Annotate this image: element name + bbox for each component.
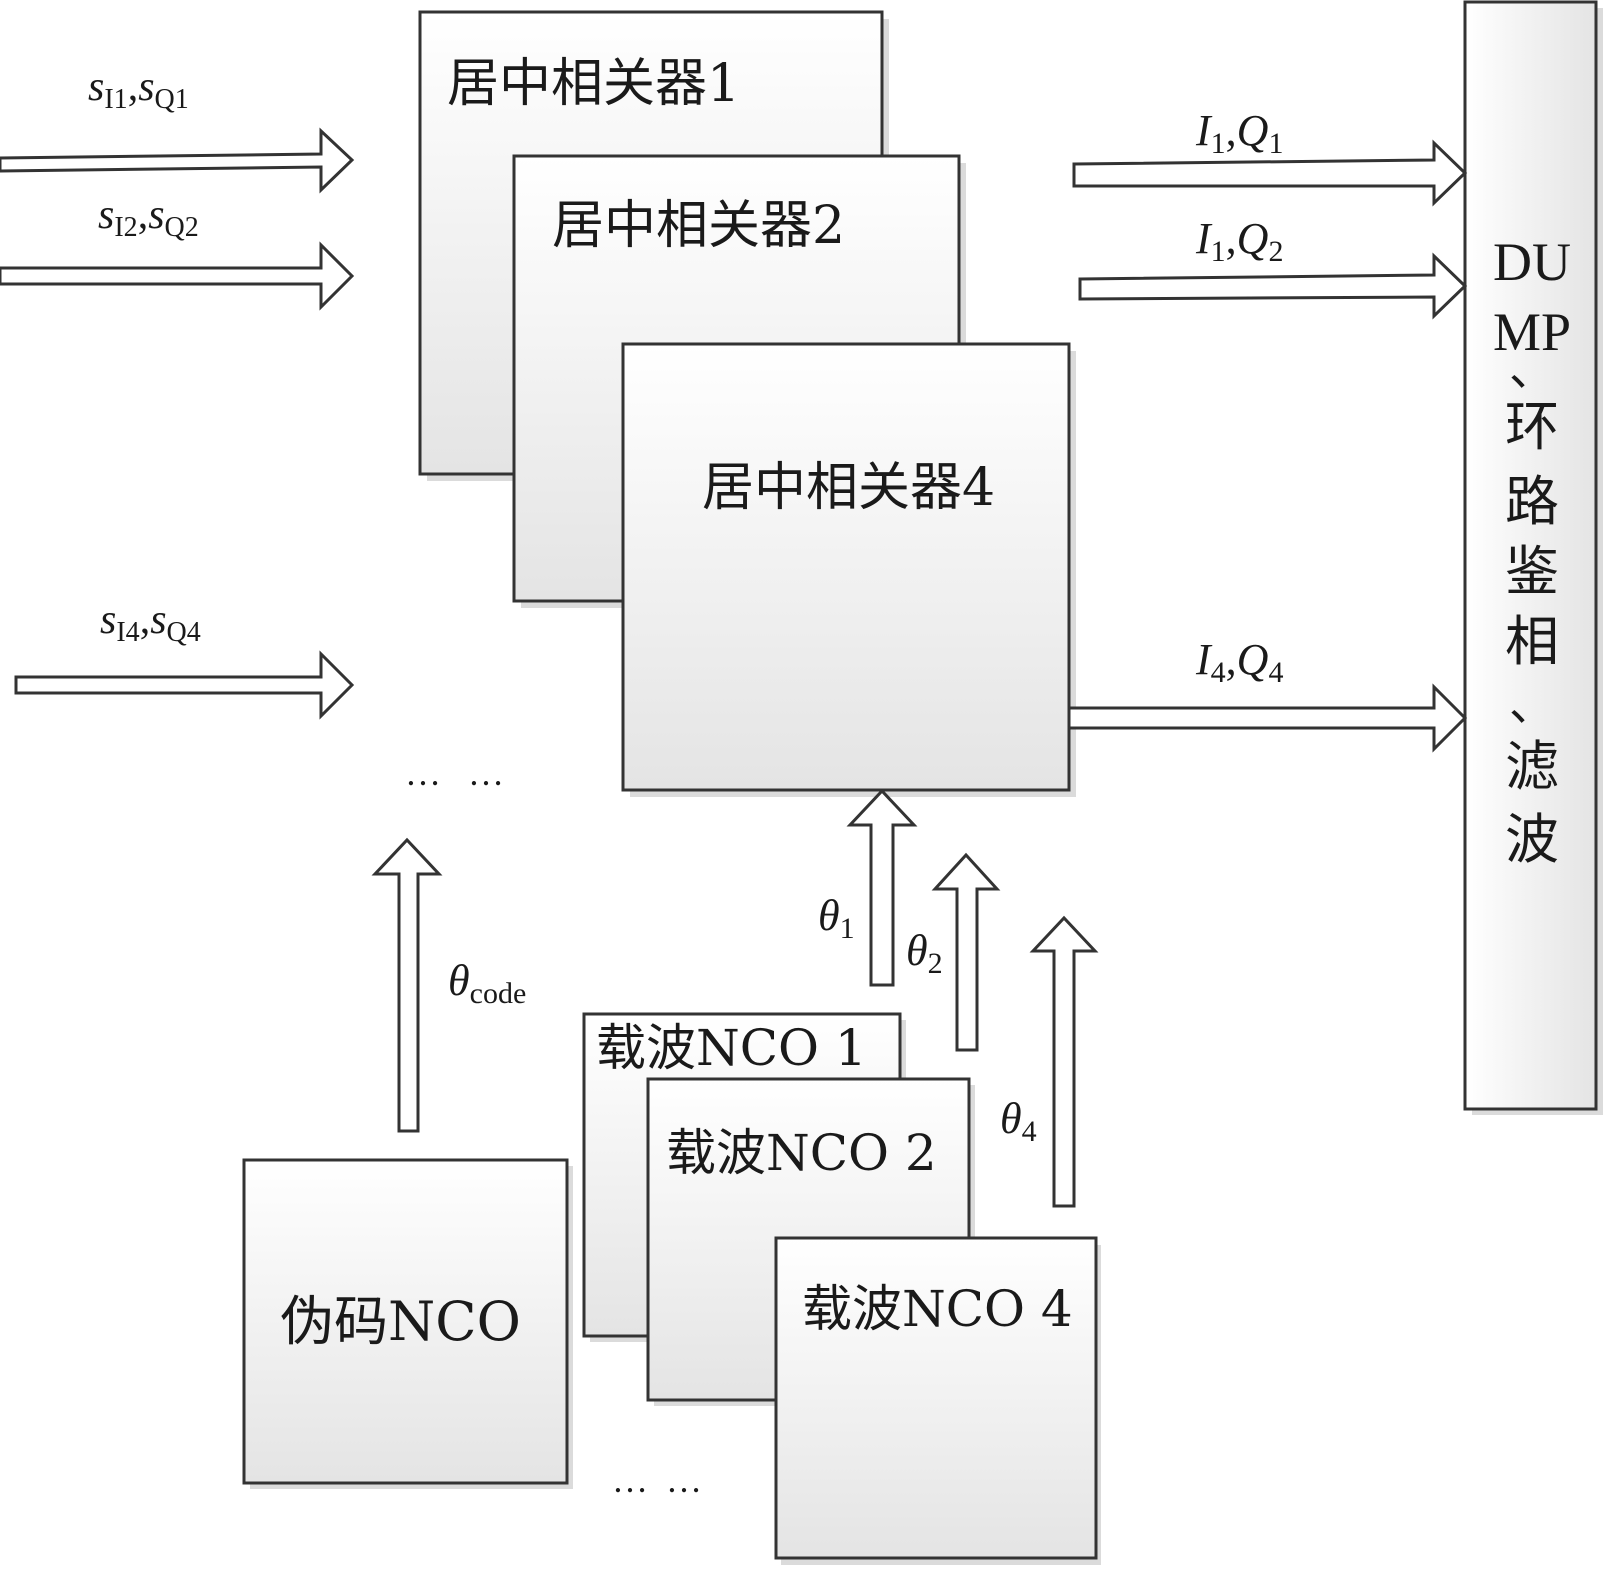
- dump-label-line: 波: [1505, 808, 1559, 871]
- correlator-ellipsis: … …: [405, 753, 504, 793]
- input-arrow-4: [14, 650, 355, 720]
- output-arrow-2: [1078, 252, 1468, 320]
- correlator-1-label: 居中相关器1: [447, 54, 740, 114]
- theta4-label: θ4: [1000, 1094, 1037, 1148]
- carrier-nco-1-label: 载波NCO 1: [596, 1019, 867, 1077]
- theta1-arrow: [846, 788, 918, 987]
- input-label-4: sI4,sQ4: [100, 597, 201, 648]
- dump-label-line: DU: [1493, 232, 1571, 292]
- theta1-label: θ1: [818, 891, 855, 945]
- dump-label-line: 环: [1505, 395, 1559, 458]
- output-arrow-4: [1067, 683, 1468, 753]
- code-phase-arrow: [371, 837, 443, 1133]
- dump-label-line: 滤: [1505, 735, 1559, 798]
- dump-label-line: 路: [1505, 470, 1559, 533]
- output-label-2: I1,Q2: [1195, 214, 1283, 268]
- dump-label-line: MP: [1493, 302, 1571, 362]
- input-arrow-1: [0, 127, 355, 194]
- carrier-nco-4-block: 载波NCO 4: [774, 1236, 1101, 1565]
- dump-label-line: 鉴: [1505, 540, 1559, 603]
- correlator-4-block: 居中相关器4: [621, 342, 1076, 797]
- code-nco-block: 伪码NCO: [242, 1158, 573, 1489]
- nco-ellipsis: … …: [612, 1460, 702, 1500]
- theta4-arrow: [1029, 915, 1099, 1208]
- theta2-label: θ2: [906, 926, 943, 980]
- correlator-4-label: 居中相关器4: [702, 458, 995, 518]
- dump-label-line: 、: [1509, 342, 1555, 396]
- input-label-1: sI1,sQ1: [88, 64, 189, 115]
- code-nco-label: 伪码NCO: [280, 1290, 521, 1353]
- output-label-4: I4,Q4: [1195, 635, 1283, 689]
- output-label-1: I1,Q1: [1195, 106, 1283, 160]
- dump-label-line: 相: [1505, 610, 1559, 673]
- correlator-2-label: 居中相关器2: [552, 196, 845, 256]
- carrier-nco-2-label: 载波NCO 2: [666, 1124, 937, 1182]
- dump-label-line: 、: [1509, 677, 1555, 731]
- carrier-nco-4-label: 载波NCO 4: [802, 1280, 1073, 1338]
- theta-code-label: θcode: [448, 956, 526, 1010]
- theta2-arrow: [931, 852, 1001, 1052]
- output-arrow-1: [1072, 139, 1468, 207]
- input-arrow-2: [0, 241, 355, 311]
- input-label-2: sI2,sQ2: [98, 192, 199, 243]
